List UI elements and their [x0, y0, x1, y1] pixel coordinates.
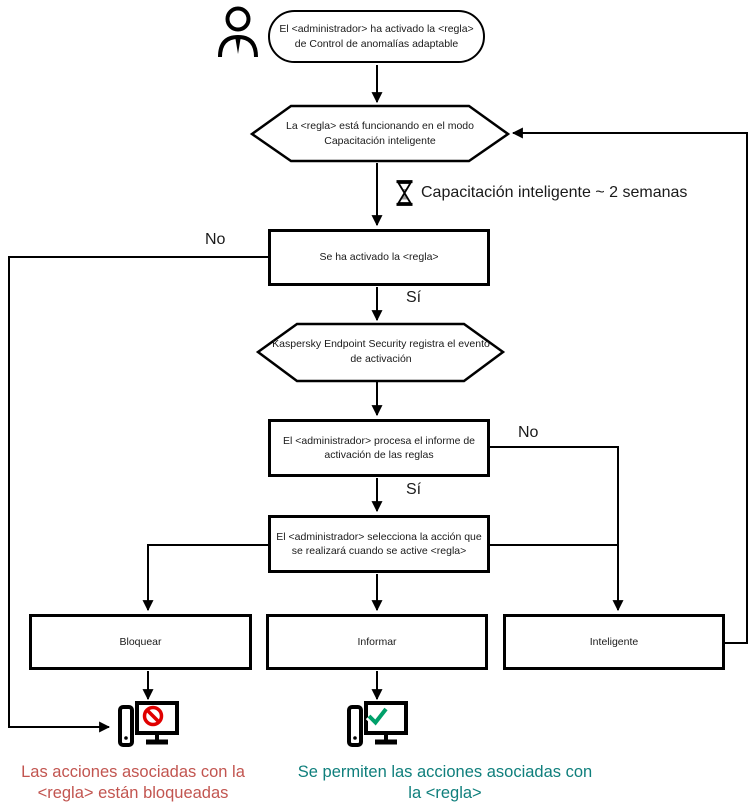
label-no-right: No: [518, 424, 539, 441]
administrator-user-icon: [218, 6, 258, 58]
arrow-select-to-block: [142, 544, 268, 612]
event-log-hexagon: Kaspersky Endpoint Security registra el …: [266, 324, 496, 379]
arrow-no-to-smart: [490, 446, 624, 612]
allowed-outcome-line1: Se permiten las acciones asociadas con: [297, 763, 593, 781]
event-log-line2: de activación: [350, 352, 412, 365]
process-report-box: El <administrador> procesa el informe de…: [268, 419, 490, 477]
rule-triggered-text: Se ha activado la <regla>: [319, 251, 439, 264]
allowed-outcome-caption: Se permiten las acciones asociadas con l…: [290, 762, 600, 803]
inform-action-box: Informar: [266, 614, 488, 670]
label-yes-2: Sí: [406, 481, 422, 498]
smart-action-box: Inteligente: [503, 614, 725, 670]
training-mode-line2: Capacitación inteligente: [324, 134, 436, 147]
blocked-outcome-line1: Las acciones asociadas con la: [21, 763, 245, 781]
process-report-line1: El <administrador> procesa el informe de: [282, 434, 475, 447]
training-mode-line1: La <regla> está funcionando en el modo: [286, 120, 474, 133]
allowed-outcome-line2: la <regla>: [408, 783, 482, 802]
process-report-line2: activación de las reglas: [324, 449, 434, 461]
label-no-left: No: [205, 231, 226, 248]
training-mode-hexagon: La <regla> está funcionando en el modo C…: [262, 106, 498, 161]
inform-action-label: Informar: [357, 635, 397, 648]
start-node-line1: El <administrador> ha activado la <regla…: [279, 23, 474, 36]
event-log-line1: Kaspersky Endpoint Security registra el …: [272, 338, 490, 351]
blocked-outcome-caption: Las acciones asociadas con la <regla> es…: [7, 762, 259, 803]
training-duration-label: Capacitación inteligente ~ 2 semanas: [421, 184, 688, 201]
allowed-computer-icon: [347, 701, 408, 747]
hourglass-icon: [396, 180, 413, 206]
blocked-computer-icon: [118, 701, 179, 747]
block-action-label: Bloquear: [119, 635, 162, 648]
arrow-smart-feedback-loop: [511, 127, 748, 644]
select-action-line1: El <administrador> selecciona la acción …: [276, 530, 482, 543]
label-yes-1: Sí: [406, 289, 422, 306]
block-action-box: Bloquear: [29, 614, 252, 670]
select-action-box: El <administrador> selecciona la acción …: [268, 515, 490, 573]
smart-action-label: Inteligente: [589, 635, 639, 648]
start-node: El <administrador> ha activado la <regla…: [268, 10, 485, 63]
select-action-line2: se realizará cuando se active <regla>: [291, 545, 467, 557]
start-node-line2: de Control de anomalías adaptable: [294, 37, 459, 50]
rule-triggered-box: Se ha activado la <regla>: [268, 229, 490, 286]
blocked-outcome-line2: <regla> están bloqueadas: [37, 783, 229, 802]
